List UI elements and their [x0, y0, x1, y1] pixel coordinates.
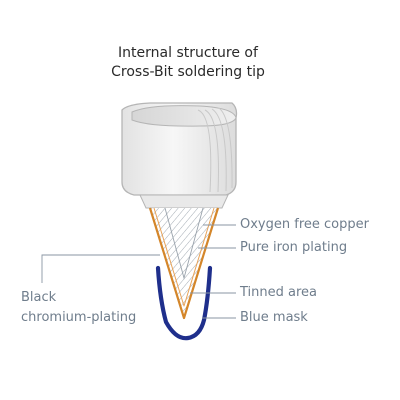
label-tinned-area: Tinned area — [240, 285, 318, 300]
blue-mask-shape — [155, 265, 213, 341]
title-line-1: Internal structure of — [118, 45, 258, 61]
label-black-chromium-line-2: chromium-plating — [21, 310, 137, 325]
label-black-chromium-line-1: Black — [21, 290, 57, 305]
label-black-chromium-plating: Black chromium-plating — [21, 288, 171, 328]
tip-body — [148, 207, 220, 320]
title-line-2: Cross-Bit soldering tip — [111, 64, 265, 80]
label-oxygen-free-copper: Oxygen free copper — [240, 217, 369, 232]
label-blue-mask: Blue mask — [240, 310, 308, 325]
tip-cap — [121, 102, 238, 209]
diagram-title: Internal structure of Cross-Bit solderin… — [88, 44, 288, 82]
label-pure-iron-plating: Pure iron plating — [240, 240, 348, 255]
leader-lines — [41, 224, 236, 319]
